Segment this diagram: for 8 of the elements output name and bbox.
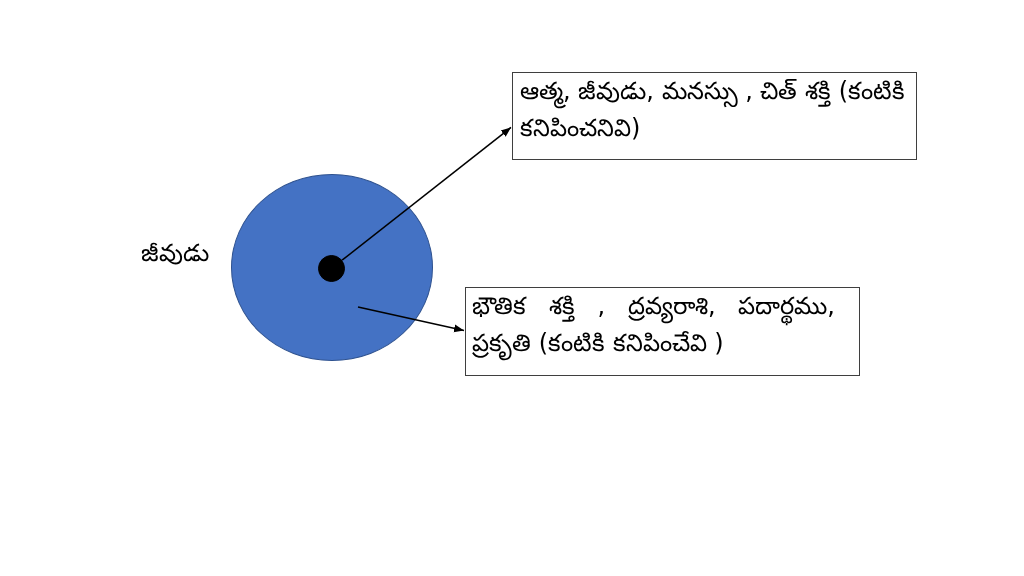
circle-label: జీవుడు [141, 239, 209, 269]
text-box [465, 287, 860, 376]
arrow [357, 306, 465, 333]
text-box [512, 72, 917, 160]
box-text: భౌతిక శక్తి , ద్రవ్యరాశి, పదార్థము, ప్రకృతి (కంటికి కనిపించేవి ) [472, 288, 835, 362]
box-text: ఆత్మ, జీవుడు, మనస్సు , చిత్ శక్తి (కంటికి కనిపించనివి) [520, 76, 907, 144]
arrow [341, 126, 512, 261]
dot-icon [318, 255, 345, 282]
